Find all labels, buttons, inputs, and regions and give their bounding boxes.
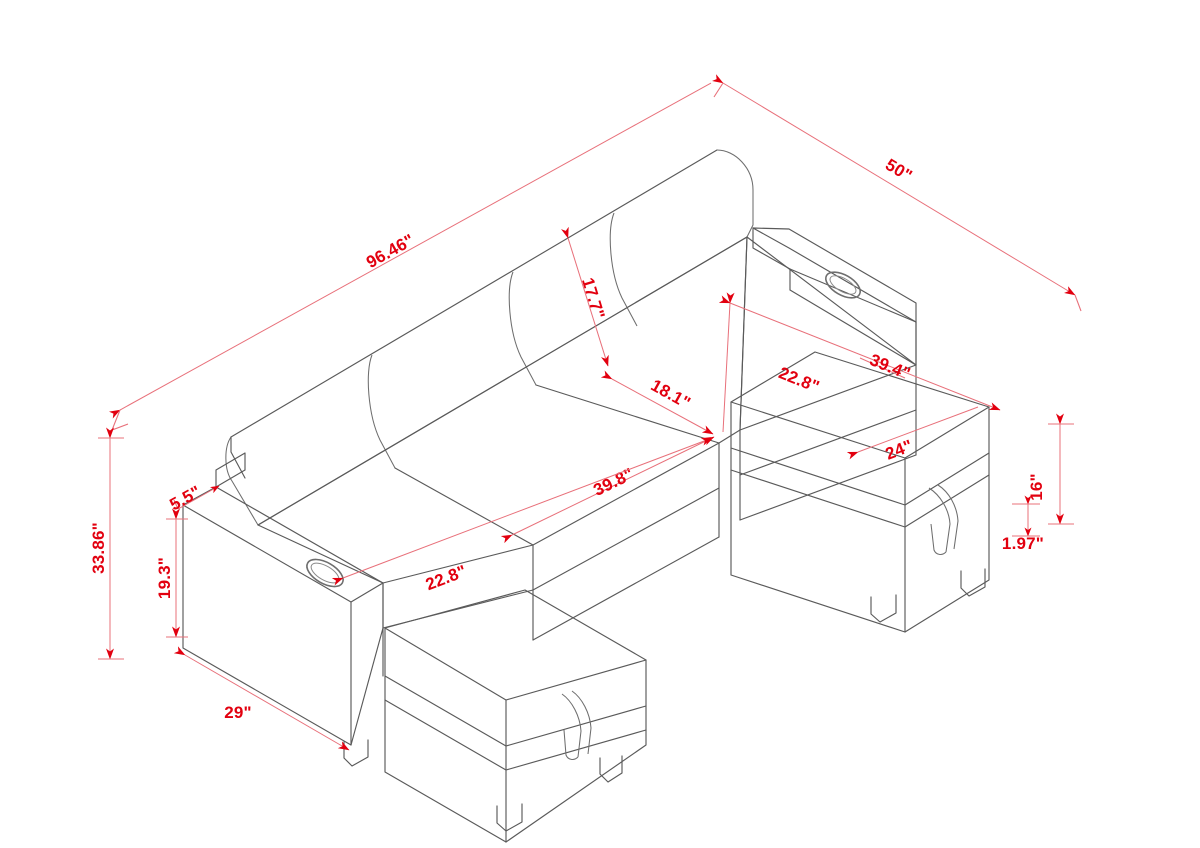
dimension-seat-height: 16" [1027, 413, 1074, 525]
dimension-label: 22.8" [776, 363, 822, 396]
backrest-assembly [225, 149, 754, 526]
dimension-label: 50" [882, 155, 915, 185]
dimension-overall-depth: 50" [711, 74, 1082, 312]
dimension-ottoman-width: 22.8" [331, 437, 713, 594]
dimension-backrest-height: 17.7" [561, 226, 609, 367]
cup-holder-inner [829, 275, 857, 295]
dimension-label: 96.46" [363, 230, 418, 272]
dimension-label: 5.5" [167, 482, 205, 514]
dimension-chaise-length: 39.4" [859, 350, 913, 384]
dimension-overall-length: 96.46" [108, 82, 712, 431]
cup-holder-inner [310, 562, 340, 584]
dimension-label: 24" [883, 436, 916, 464]
dimension-leg-height: 1.97" [1002, 495, 1044, 553]
dimension-label: 16" [1027, 473, 1046, 501]
left-armrest [182, 452, 384, 767]
dimension-label: 19.3" [155, 557, 174, 599]
dimension-ottoman-length: 24" [846, 406, 979, 464]
dimension-label: 22.8" [423, 561, 469, 594]
chaise-section [739, 236, 917, 521]
right-storage-ottoman [730, 351, 990, 633]
dimension-label: 18.1" [648, 376, 694, 413]
sofa-body [182, 149, 990, 843]
dimension-label: 29" [224, 703, 252, 722]
dimension-label: 39.4" [867, 350, 913, 383]
front-storage-ottoman [384, 589, 647, 843]
dimension-label: 1.97" [1002, 534, 1044, 553]
seat-platform [257, 236, 748, 641]
dimension-arm-depth: 29" [173, 646, 350, 751]
dimension-arm-height: 19.3" [155, 508, 188, 638]
dimension-label: 33.86" [89, 522, 108, 574]
dimension-overall-height: 33.86" [89, 427, 124, 660]
dimension-seat-length: 39.8" [500, 436, 715, 544]
dimension-label: 17.7" [578, 275, 608, 321]
dimension-arm-width: 5.5" [167, 482, 220, 514]
